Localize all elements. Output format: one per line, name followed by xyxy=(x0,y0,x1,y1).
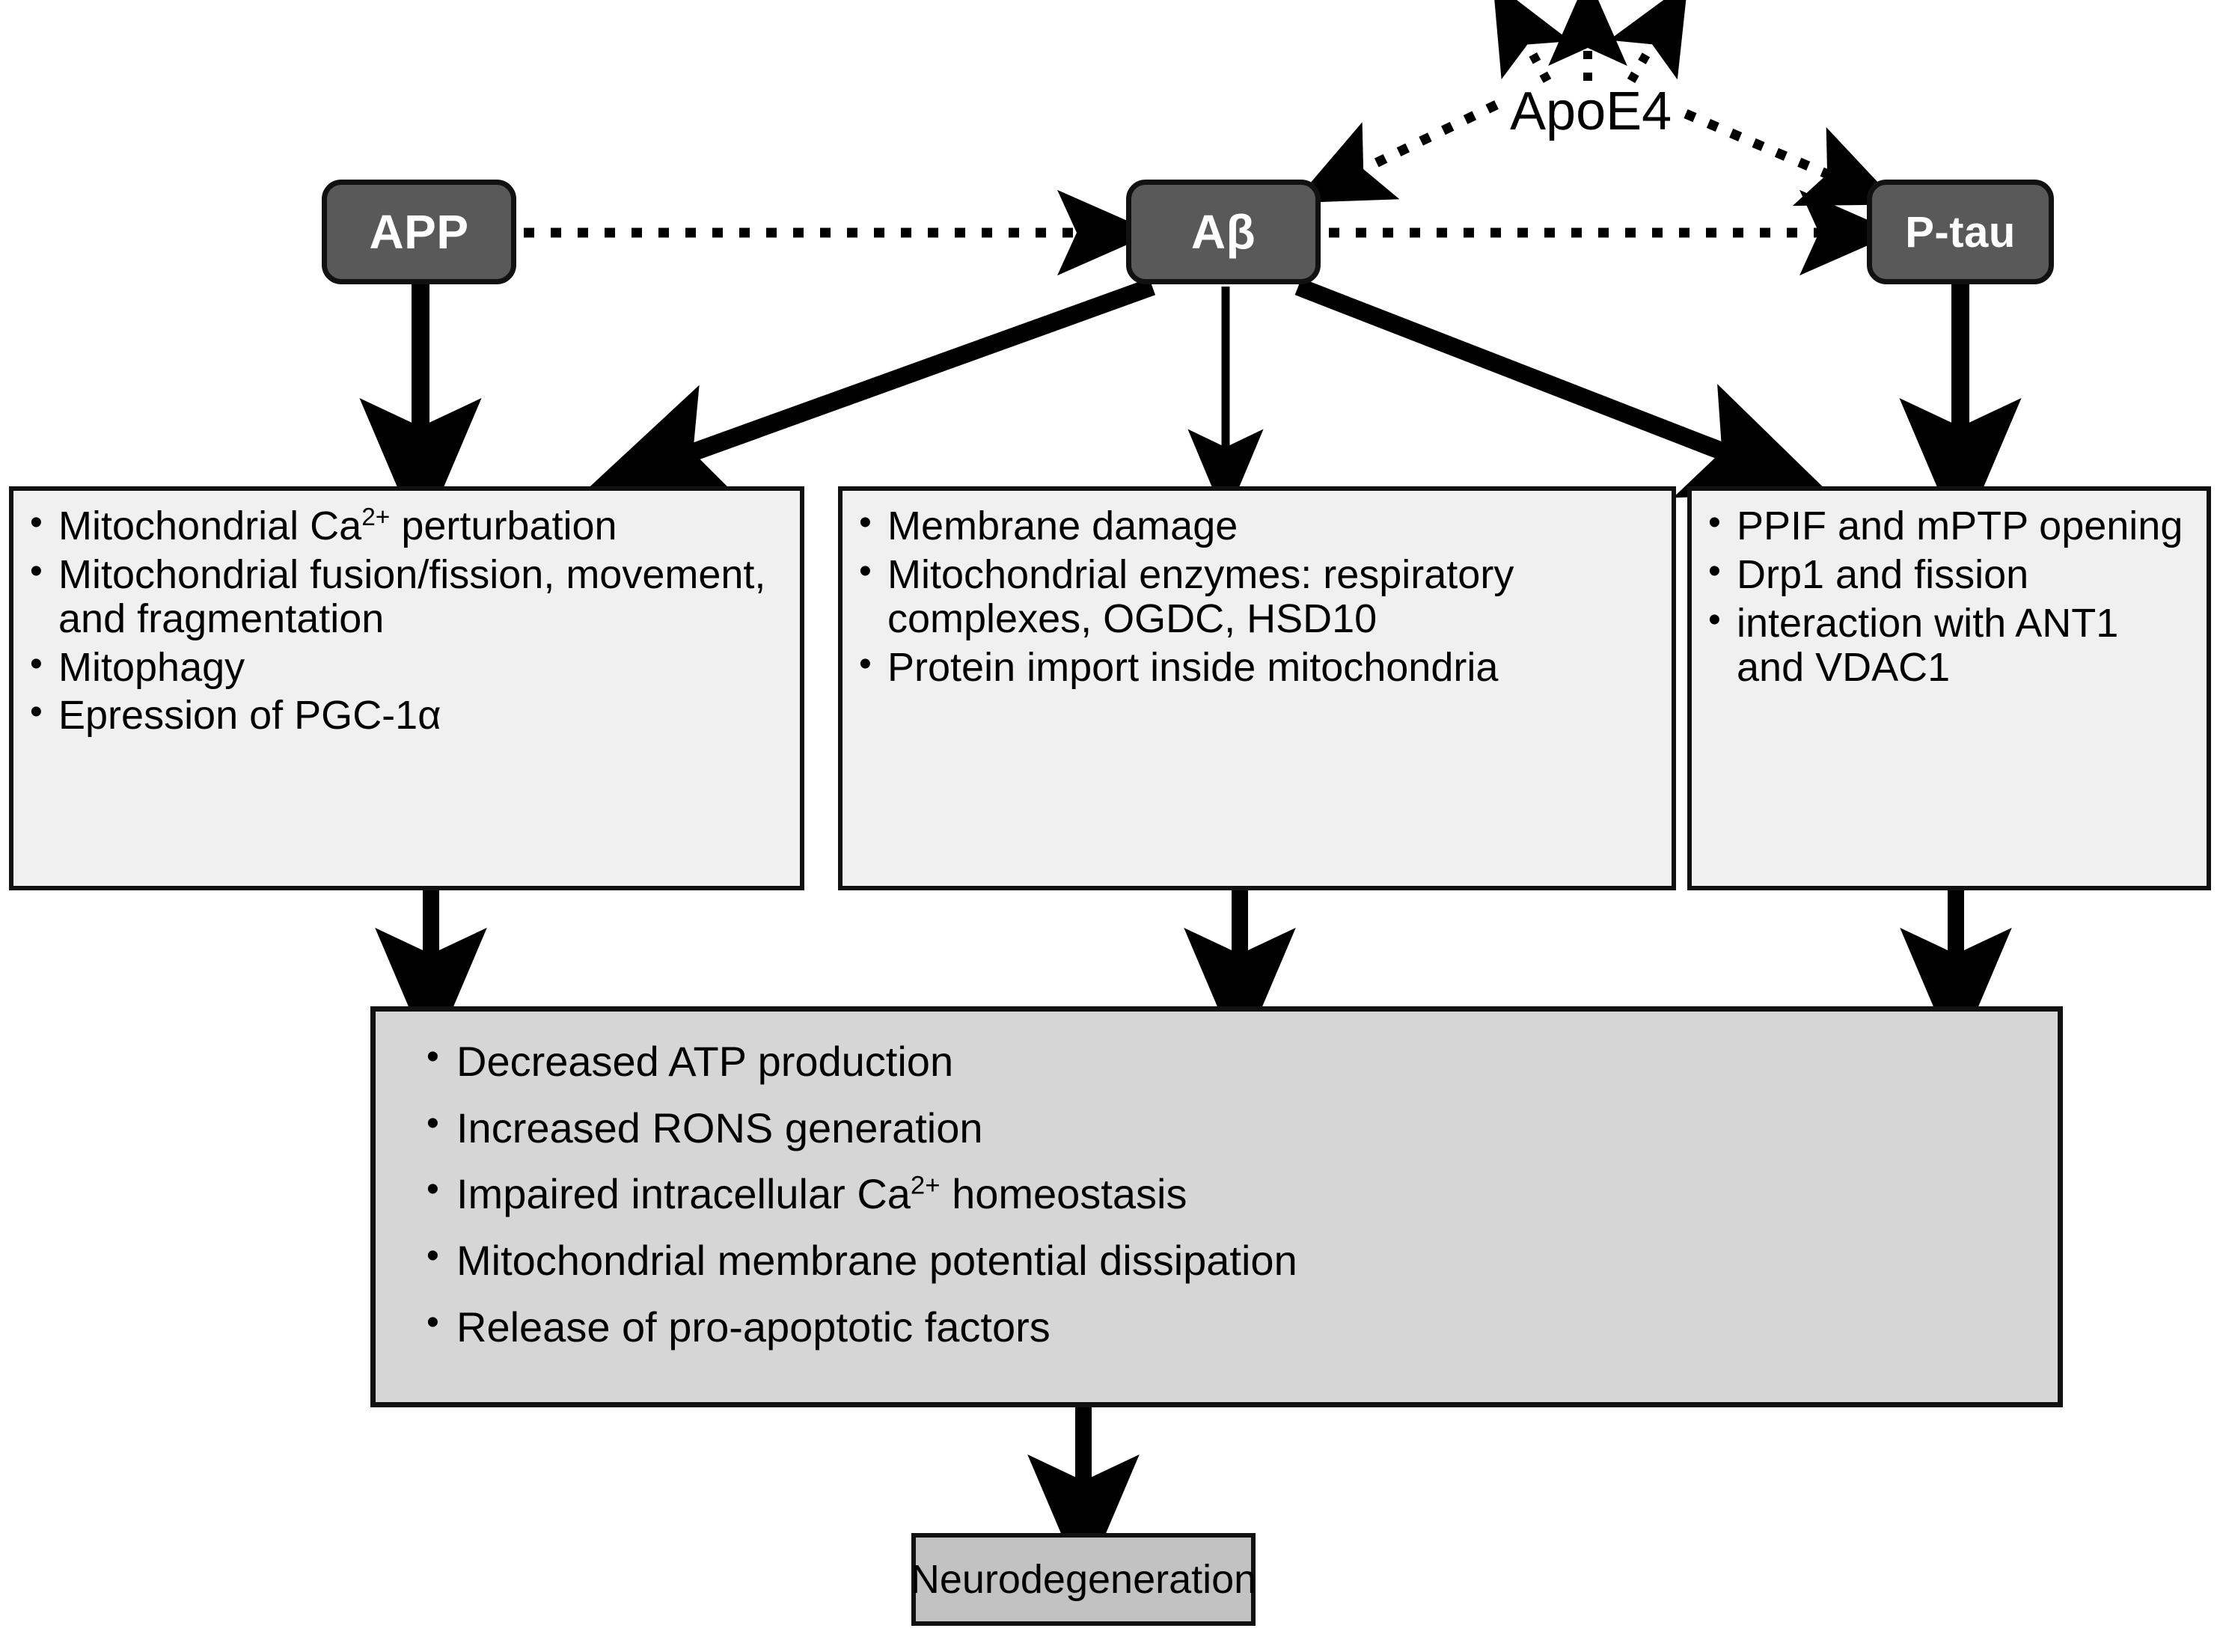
list-item: Impaired intracellular Ca2+ homeostasis xyxy=(421,1169,2043,1218)
box-neurodegeneration: Neurodegeneration xyxy=(911,1533,1256,1626)
node-app-label: APP xyxy=(369,205,469,259)
list-item: Protein import inside mitochondria xyxy=(854,644,1660,690)
node-app[interactable]: APP xyxy=(322,180,516,284)
list-item: Mitochondrial fusion/fission, movement, … xyxy=(25,551,788,641)
list-item: Mitochondrial membrane potential dissipa… xyxy=(421,1236,2043,1285)
edge-abeta-to-right-box xyxy=(1294,278,1829,498)
list-item: Decreased ATP production xyxy=(421,1037,2043,1086)
node-abeta[interactable]: Aβ xyxy=(1126,180,1321,284)
list-item: Membrane damage xyxy=(854,503,1660,548)
list-item: Release of pro-apoptotic factors xyxy=(421,1303,2043,1351)
app-effects-list: Mitochondrial Ca2+ perturbation Mitochon… xyxy=(25,503,788,738)
abeta-effects-list: Membrane damage Mitochondrial enzymes: r… xyxy=(854,503,1660,690)
list-item: Mitochondrial enzymes: respiratory compl… xyxy=(854,551,1660,641)
edge-apoe4-to-abeta xyxy=(1293,100,1499,204)
list-item: PPIF and mPTP opening xyxy=(1704,503,2195,548)
list-item: Mitophagy xyxy=(25,644,788,690)
list-item: interaction with ANT1 and VDAC1 xyxy=(1704,600,2195,690)
outcomes-list: Decreased ATP production Increased RONS … xyxy=(421,1037,2043,1351)
edge-abeta-to-left-box xyxy=(584,278,1156,501)
edge-apoe4-to-ptau xyxy=(1684,109,1899,206)
neurodegeneration-label: Neurodegeneration xyxy=(910,1557,1257,1602)
box-abeta-effects: Membrane damage Mitochondrial enzymes: r… xyxy=(838,486,1676,890)
list-item: Mitochondrial Ca2+ perturbation xyxy=(25,503,788,548)
list-item: Increased RONS generation xyxy=(421,1104,2043,1152)
box-outcomes: Decreased ATP production Increased RONS … xyxy=(370,1006,2063,1407)
edge-apoe4-up-right xyxy=(1609,0,1688,83)
ptau-effects-list: PPIF and mPTP opening Drp1 and fission i… xyxy=(1704,503,2195,690)
box-app-effects: Mitochondrial Ca2+ perturbation Mitochon… xyxy=(9,486,804,890)
node-ptau-label: P-tau xyxy=(1905,207,2016,257)
edge-apoe4-up-left xyxy=(1493,0,1571,83)
node-apoe4-label: ApoE4 xyxy=(1510,82,1672,141)
list-item: Epression of PGC-1α xyxy=(25,692,788,738)
list-item: Drp1 and fission xyxy=(1704,551,2195,597)
node-abeta-label: Aβ xyxy=(1190,205,1256,259)
box-ptau-effects: PPIF and mPTP opening Drp1 and fission i… xyxy=(1687,486,2211,890)
node-ptau[interactable]: P-tau xyxy=(1867,180,2054,284)
